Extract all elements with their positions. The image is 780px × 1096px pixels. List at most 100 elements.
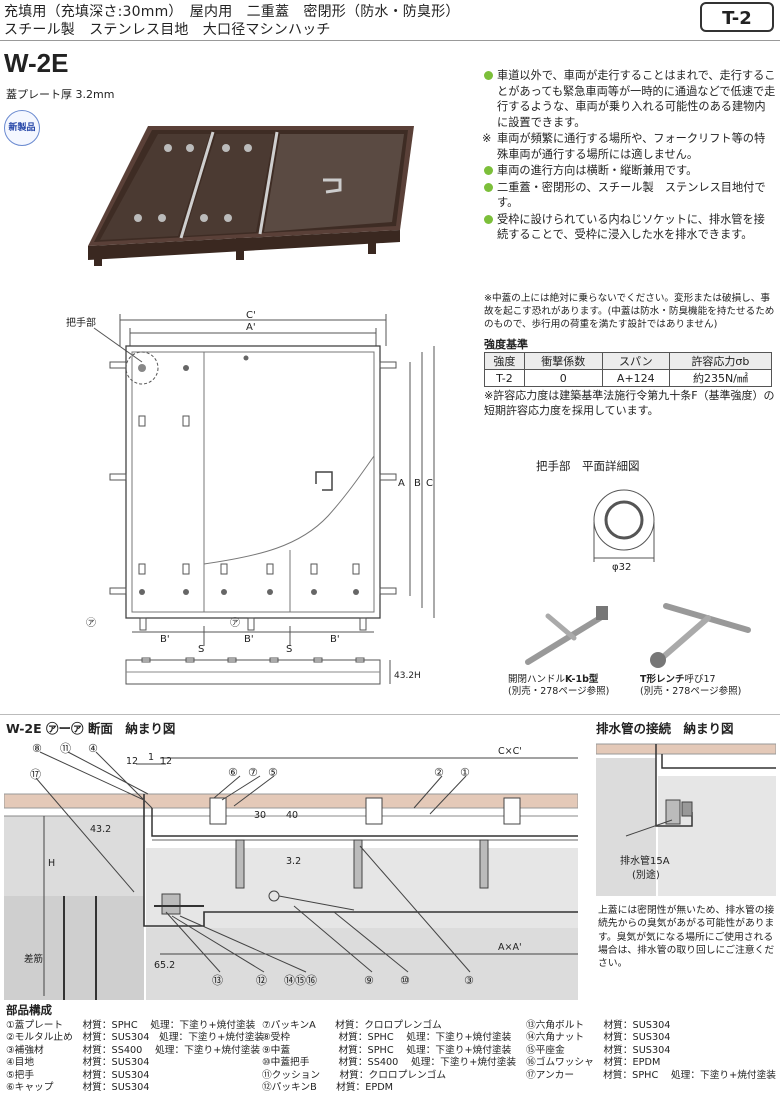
part-row: ⑦パッキンA 材質：クロロプレンゴム [262, 1020, 442, 1031]
part-row: ⑰アンカー 材質：SPHC 処理：下塗り+焼付塗装 [526, 1069, 776, 1081]
table-header: 強度 [484, 352, 525, 370]
header-divider [0, 40, 780, 41]
parts-column-1: ①蓋プレート 材質：SPHC 処理：下塗り+焼付塗装 ②モルタル止め 材質：SU… [6, 1020, 264, 1094]
diameter-label: φ32 [612, 562, 631, 572]
drain-pipe-sub: (別途) [632, 868, 660, 881]
section-divider [0, 714, 780, 715]
bullet-dot-icon [484, 166, 493, 175]
table-header: スパン [601, 352, 670, 370]
part-row: ⑬六角ボルト 材質：SUS304 [526, 1020, 671, 1031]
section-mark-right: ㋐ [230, 617, 240, 629]
label-7: ⑦ [248, 766, 258, 779]
table-cell: A+124 [601, 369, 670, 387]
label-6: ⑥ [228, 766, 238, 779]
plan-view-drawing: 把手部 C' A' A B C B' B' B' S S ㋐ ㋐ 43.2 H [66, 310, 435, 685]
feature-item: ※車両が頻繁に通行する場所や、フォークリフト等の特殊車両が通行する場所には適しま… [482, 132, 766, 161]
parts-title: 部品構成 [6, 1003, 52, 1017]
dim-432-side: 43.2 [394, 671, 414, 681]
rebar-label: 差筋 [24, 953, 43, 965]
product-code: W-2E [4, 48, 69, 78]
feature-item: 二重蓋・密閉形の、スチール製 ステンレス目地付です。 [484, 180, 776, 211]
t-wrench-image [650, 603, 751, 668]
dim-b: B [414, 478, 421, 489]
part-row: ①蓋プレート 材質：SPHC 処理：下塗り+焼付塗装 [6, 1020, 256, 1031]
label-11: ⑪ [60, 742, 71, 755]
dim-h: H [48, 858, 55, 869]
part-row: ④目地 材質：SUS304 [6, 1057, 150, 1069]
section-drawing: ⑧ ⑪ ④ ⑰ ⑥ ⑦ ⑤ ② ① ⑬ ⑫ ⑭⑮⑯ ⑨ ⑩ ③ 12 1 12 … [4, 742, 578, 1000]
label-17: ⑰ [30, 768, 41, 781]
dim-c-prime: C' [246, 310, 256, 321]
dim-s-2: S [286, 644, 292, 655]
table-cell: 約235N/㎟ [668, 369, 773, 387]
dim-axa: A×A' [498, 942, 522, 953]
part-row: ⑯ゴムワッシャ 材質：EPDM [526, 1057, 661, 1069]
section-title: W-2E ㋐ー㋐ 断面 納まり図 [6, 721, 176, 736]
bullet-dot-icon [484, 214, 493, 224]
strength-title: 強度基準 [484, 338, 528, 351]
dim-a-prime: A' [246, 322, 256, 333]
dim-3-2: 3.2 [286, 856, 301, 867]
label-3: ③ [464, 974, 474, 987]
dim-1: 1 [148, 752, 154, 763]
drain-pipe-label: 排水管15A [620, 854, 670, 867]
dim-65-2: 65.2 [154, 960, 175, 971]
label-4: ④ [88, 742, 98, 755]
dim-12-left: 12 [126, 756, 138, 767]
drain-drawing: 排水管15A (別途) [596, 743, 776, 896]
header-line-2: スチール製 ステンレス目地 大口径マシンハッチ [4, 22, 331, 38]
dim-b-prime-3: B' [330, 634, 340, 645]
parts-list: 部品構成 ①蓋プレート 材質：SPHC 処理：下塗り+焼付塗装 ②モルタル止め … [6, 1003, 778, 1093]
dim-12-right: 12 [160, 756, 172, 767]
header-line-1: 充填用（充填深さ:30mm） 屋内用 二重蓋 密閉形（防水・防臭形） [4, 4, 460, 20]
part-row: ⑧受枠 材質：SPHC 処理：下塗り+焼付塗装 [262, 1032, 512, 1044]
feature-item: 車道以外で、車両が走行することはまれで、走行することがあっても緊急車両等が一時的… [484, 68, 776, 130]
section-mark-left: ㋐ [86, 617, 96, 629]
part-row: ⑭六角ナット 材質：SUS304 [526, 1032, 671, 1044]
dim-43-2: 43.2 [90, 824, 111, 835]
part-row: ⑥キャップ 材質：SUS304 [6, 1082, 150, 1094]
label-1: ① [460, 766, 470, 779]
feature-item: 受枠に設けられている内ねじソケットに、排水管を接続することで、受枠に浸入した水を… [484, 212, 776, 243]
parts-column-3: ⑬六角ボルト 材質：SUS304 ⑭六角ナット 材質：SUS304 ⑮平座金 材… [526, 1020, 776, 1082]
strength-table: 強度 衝撃係数 スパン 許容応力σb T-2 0 A+124 約235N/㎟ [484, 352, 773, 387]
part-row: ③補強材 材質：SS400 処理：下塗り+焼付塗装 [6, 1044, 261, 1056]
dim-h-side: H [414, 671, 421, 681]
k1b-handle-image [525, 606, 608, 665]
part-row: ⑩中蓋把手 材質：SS400 処理：下塗り+焼付塗装 [262, 1057, 517, 1069]
handle-detail-drawing: φ32 [593, 489, 655, 572]
drain-note: 上蓋には密閉性が無いため、排水管の接続先からの臭気があがる可能性があります。臭気… [598, 905, 775, 970]
plate-thickness: 蓋プレート厚 3.2mm [6, 88, 115, 101]
new-product-badge: 新製品 [4, 110, 40, 146]
strength-tag: T-2 [700, 2, 774, 32]
caution-note: ※中蓋の上には絶対に乗らないでください。変形または破損し、事故を起こす恐れがあり… [484, 293, 775, 330]
note-mark: ※ [482, 132, 492, 145]
dim-cxc: C×C' [498, 746, 522, 757]
bullet-dot-icon [484, 71, 493, 80]
table-cell: T-2 [484, 369, 525, 387]
label-8: ⑧ [32, 742, 42, 755]
part-row: ⑨中蓋 材質：SPHC 処理：下塗り+焼付塗装 [262, 1044, 512, 1056]
label-10: ⑩ [400, 974, 410, 987]
drain-title: 排水管の接続 納まり図 [596, 721, 734, 736]
part-row: ⑫パッキンB 材質：EPDM [262, 1082, 394, 1094]
label-12: ⑫ [256, 974, 267, 987]
label-5: ⑤ [268, 766, 278, 779]
handle-detail-title: 把手部 平面詳細図 [536, 459, 640, 473]
handle-part-label: 把手部 [66, 316, 96, 329]
k1b-caption: 開閉ハンドルK-1b型(別売・278ページ参照) [508, 674, 610, 697]
label-2: ② [434, 766, 444, 779]
table-header: 許容応力σb [668, 352, 773, 370]
part-row: ⑤把手 材質：SUS304 [6, 1069, 150, 1081]
label-13: ⑬ [212, 974, 223, 987]
label-9: ⑨ [364, 974, 374, 987]
bullet-dot-icon [484, 182, 493, 192]
feature-item: 車両の進行方向は横断・縦断兼用です。 [484, 163, 776, 179]
dim-30: 30 [254, 810, 266, 821]
table-cell: 0 [523, 369, 603, 387]
label-14-15-16: ⑭⑮⑯ [284, 974, 317, 987]
part-row: ⑮平座金 材質：SUS304 [526, 1044, 671, 1056]
product-photo [88, 126, 414, 266]
table-header: 衝撃係数 [523, 352, 603, 370]
strength-note: ※許容応力度は建築基準法施行令第九十条F（基準強度）の短期許容応力度を採用してい… [484, 389, 775, 417]
